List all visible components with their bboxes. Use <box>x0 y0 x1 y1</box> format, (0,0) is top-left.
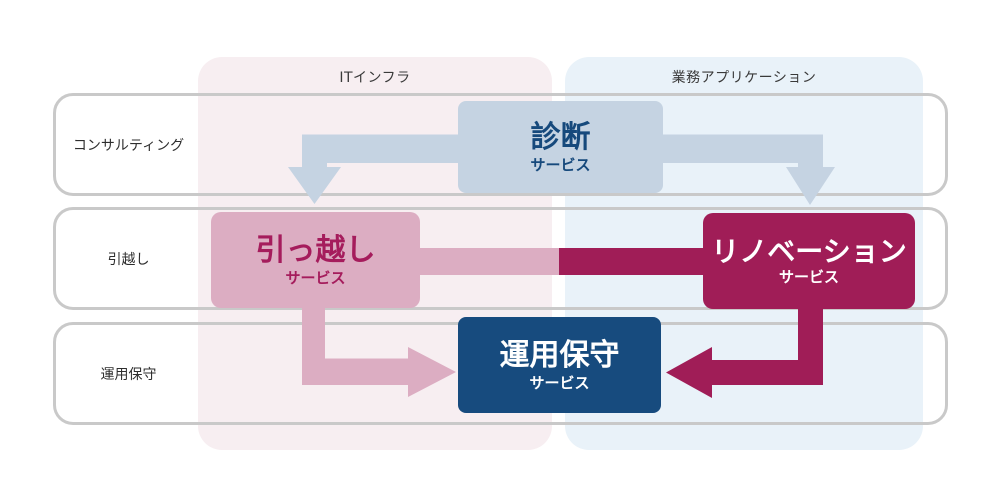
column-it-infra-header: ITインフラ <box>339 70 411 86</box>
moving-service-title: 引っ越し <box>255 233 376 268</box>
operation-service-box: 運用保守 サービス <box>458 317 661 413</box>
moving-service-box: 引っ越し サービス <box>211 212 420 308</box>
column-business-app-header: 業務アプリケーション <box>671 70 817 86</box>
row-consulting-label: コンサルティング <box>72 137 185 154</box>
row-consulting: コンサルティング <box>53 93 948 196</box>
moving-service-subtitle: サービス <box>285 268 346 287</box>
operation-service-title: 運用保守 <box>499 338 620 373</box>
diagnosis-service-box: 診断 サービス <box>458 101 663 193</box>
row-moving: 引越し <box>53 207 948 310</box>
renovation-service-box: リノベーション サービス <box>703 213 915 309</box>
row-operation-label: 運用保守 <box>100 366 157 383</box>
renovation-service-title: リノベーション <box>711 235 907 269</box>
operation-service-subtitle: サービス <box>529 373 590 392</box>
diagnosis-service-title: 診断 <box>530 120 591 155</box>
row-moving-label: 引越し <box>107 251 150 268</box>
renovation-service-subtitle: サービス <box>778 268 839 287</box>
diagnosis-service-subtitle: サービス <box>530 155 591 174</box>
